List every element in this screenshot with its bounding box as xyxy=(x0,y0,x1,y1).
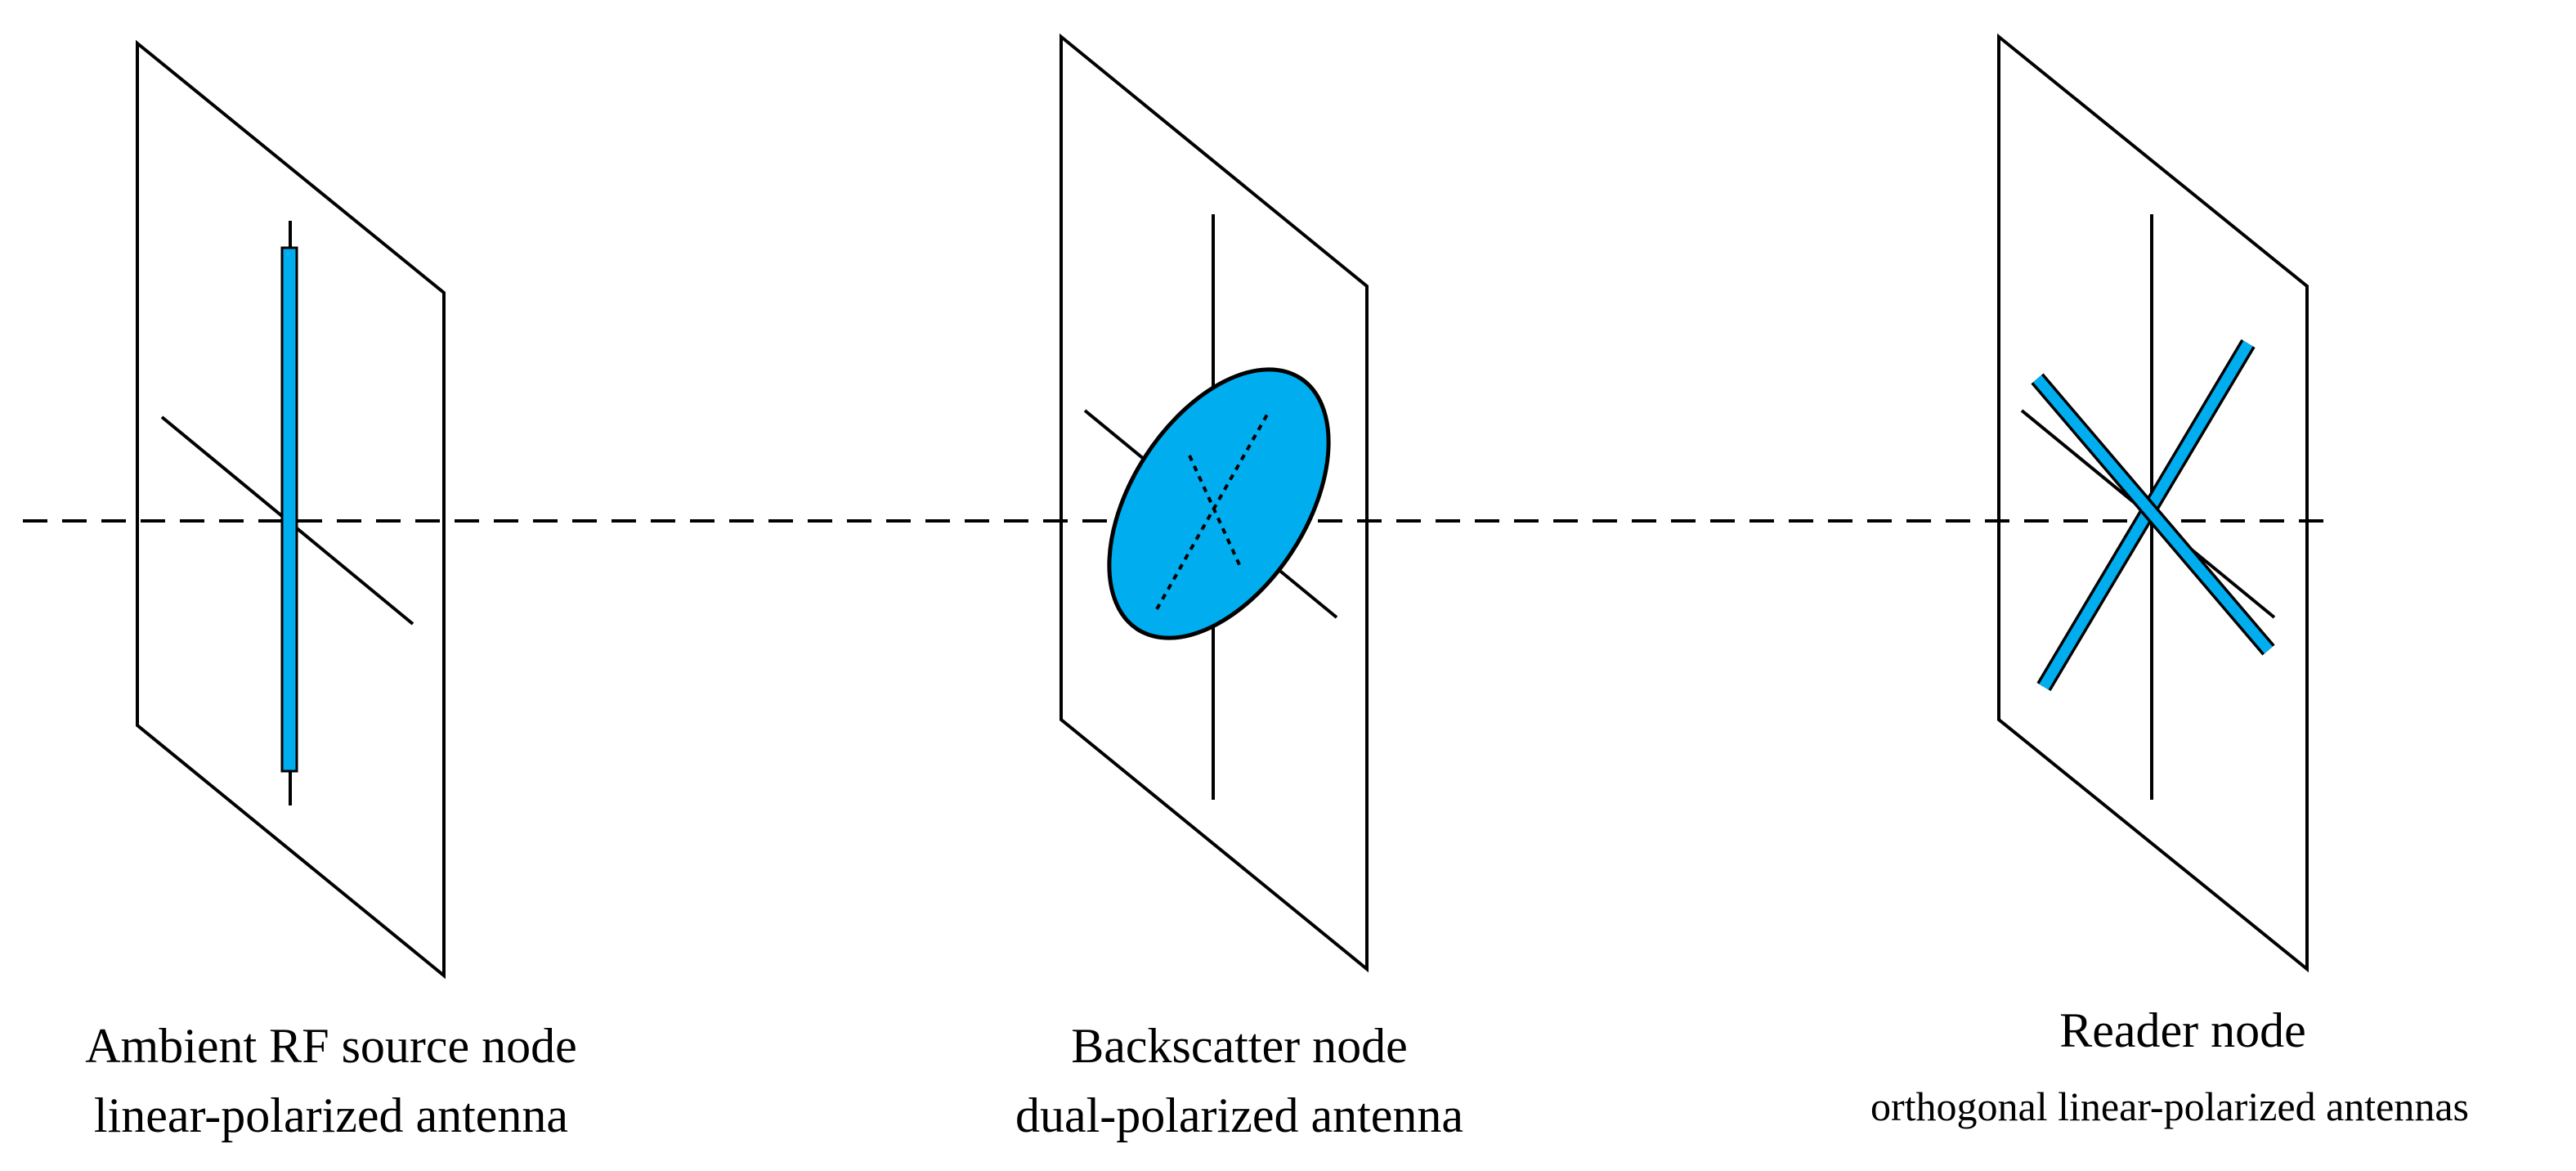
vertical-bar-antenna-icon xyxy=(280,246,298,773)
node-2-subtitle: dual-polarized antenna xyxy=(1015,1088,1463,1142)
polarization-port-1 xyxy=(1155,414,1269,610)
node-2-title: Backscatter node xyxy=(1071,1019,1407,1073)
antenna-plane xyxy=(1060,33,1369,973)
antenna-plane xyxy=(1997,33,2309,973)
node-3-title: Reader node xyxy=(2059,1003,2306,1057)
antenna-plane xyxy=(136,39,446,980)
elliptical-patch-antenna-icon xyxy=(1107,367,1331,640)
backscatter-node xyxy=(1060,33,1369,973)
node-1-subtitle: linear-polarized antenna xyxy=(94,1088,568,1142)
ambient-rf-source-node xyxy=(136,39,446,980)
node-1-title: Ambient RF source node xyxy=(85,1019,577,1073)
polarization-port-2 xyxy=(1188,455,1243,569)
reader-node xyxy=(1997,33,2309,973)
crossed-bar-antennas-icon xyxy=(2031,339,2275,692)
node-3-subtitle: orthogonal linear-polarized antennas xyxy=(1870,1084,2469,1129)
